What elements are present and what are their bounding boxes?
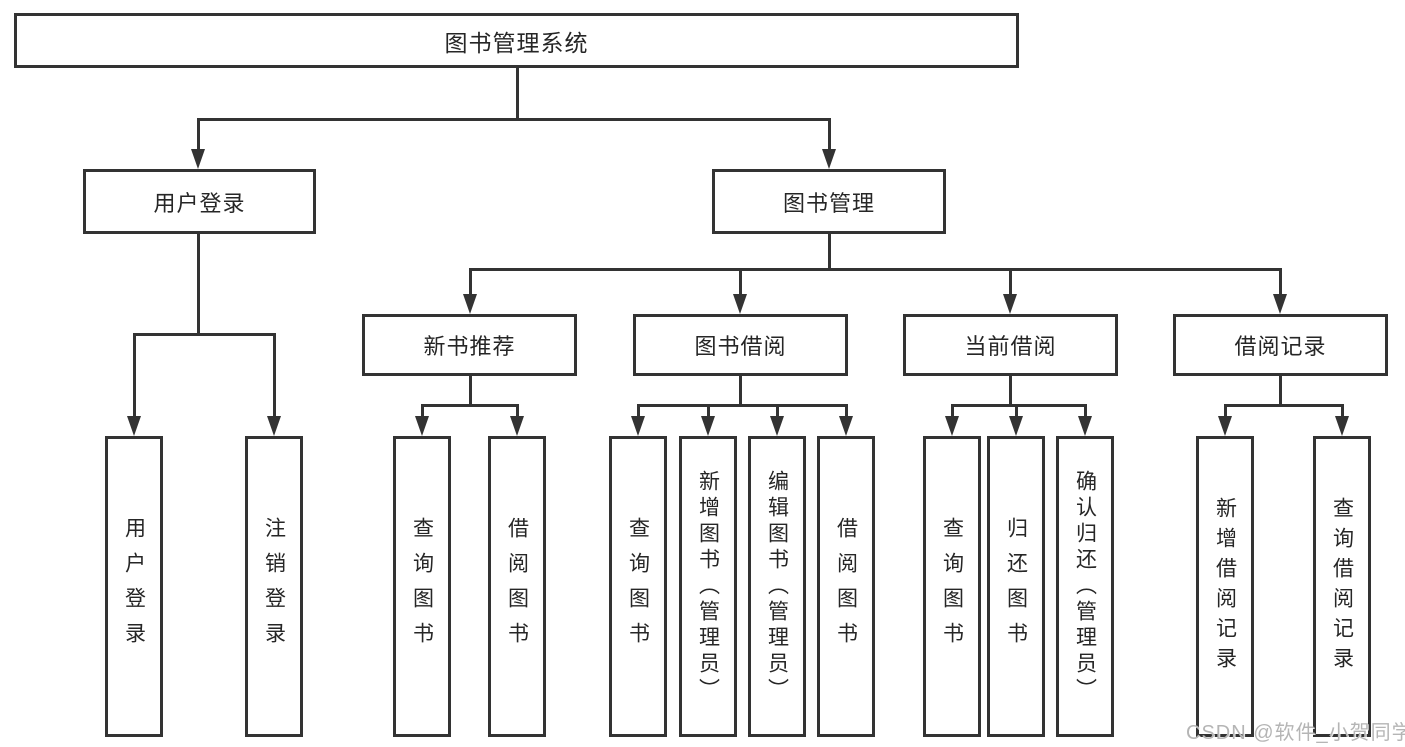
connector-l3-stem-4	[1278, 268, 1282, 296]
connector-recommend-hline	[420, 404, 519, 407]
connector-current-stem	[1008, 375, 1012, 406]
node-book-borrowing: 图书借阅	[633, 314, 848, 376]
connector-userlogin-hline	[132, 333, 276, 336]
connector-leaf-stem	[1083, 404, 1087, 418]
arrow-down-icon	[945, 416, 959, 436]
connector-l3-stem-2	[738, 268, 742, 296]
arrow-down-icon	[701, 416, 715, 436]
arrow-down-icon	[510, 416, 524, 436]
arrow-down-icon	[822, 149, 836, 169]
connector-records-hline	[1223, 404, 1344, 407]
node-new-book-recommend: 新书推荐	[362, 314, 577, 376]
connector-records-stem	[1278, 375, 1282, 406]
leaf-query-borrow-record: 查询借阅记录	[1313, 436, 1371, 737]
connector-leaf-stem	[636, 404, 640, 418]
leaf-query-book-current: 查询图书	[923, 436, 981, 737]
arrow-down-icon	[127, 416, 141, 436]
connector-l2-stem-left	[196, 118, 200, 151]
leaf-logout-login: 注销登录	[245, 436, 303, 737]
connector-borrowing-stem	[738, 375, 742, 406]
connector-leaf-stem	[1340, 404, 1344, 418]
connector-l2-stem-right	[827, 118, 831, 151]
node-current-borrowing: 当前借阅	[903, 314, 1118, 376]
leaf-add-borrow-record: 新增借阅记录	[1196, 436, 1254, 737]
arrow-down-icon	[1335, 416, 1349, 436]
leaf-confirm-return-admin: 确认归还（管理员）	[1056, 436, 1114, 737]
connector-l3-stem-3	[1008, 268, 1012, 296]
leaf-add-book-admin: 新增图书（管理员）	[679, 436, 737, 737]
node-user-login: 用户登录	[83, 169, 316, 234]
arrow-down-icon	[733, 294, 747, 314]
node-root: 图书管理系统	[14, 13, 1019, 68]
connector-userlogin-stem-1	[132, 333, 136, 418]
connector-l2-hline	[196, 118, 831, 121]
arrow-down-icon	[1009, 416, 1023, 436]
arrow-down-icon	[839, 416, 853, 436]
arrow-down-icon	[1078, 416, 1092, 436]
arrow-down-icon	[631, 416, 645, 436]
leaf-user-login: 用户登录	[105, 436, 163, 737]
connector-leaf-stem	[515, 404, 519, 418]
arrow-down-icon	[463, 294, 477, 314]
connector-leaf-stem	[1223, 404, 1227, 418]
node-borrow-records: 借阅记录	[1173, 314, 1388, 376]
connector-current-hline	[950, 404, 1087, 407]
connector-leaf-stem	[706, 404, 710, 418]
connector-recommend-stem	[468, 375, 472, 406]
connector-leaf-stem	[1014, 404, 1018, 418]
connector-borrowing-hline	[636, 404, 848, 407]
arrow-down-icon	[1003, 294, 1017, 314]
arrow-down-icon	[1273, 294, 1287, 314]
leaf-query-book-recommend: 查询图书	[393, 436, 451, 737]
connector-l3-hline	[468, 268, 1282, 271]
leaf-edit-book-admin: 编辑图书（管理员）	[748, 436, 806, 737]
connector-l3-stem-1	[468, 268, 472, 296]
arrow-down-icon	[770, 416, 784, 436]
leaf-borrow-book-borrowing: 借阅图书	[817, 436, 875, 737]
arrow-down-icon	[415, 416, 429, 436]
connector-userlogin-stem-2	[272, 333, 276, 418]
connector-root-stem	[515, 68, 519, 121]
connector-leaf-stem	[950, 404, 954, 418]
csdn-watermark: CSDN @软件_小贺同学	[1186, 722, 1405, 744]
connector-leaf-stem	[844, 404, 848, 418]
arrow-down-icon	[267, 416, 281, 436]
arrow-down-icon	[1218, 416, 1232, 436]
connector-userlogin-stem	[196, 233, 200, 336]
leaf-borrow-book-recommend: 借阅图书	[488, 436, 546, 737]
leaf-query-book-borrowing: 查询图书	[609, 436, 667, 737]
leaf-return-book: 归还图书	[987, 436, 1045, 737]
connector-leaf-stem	[775, 404, 779, 418]
node-book-management: 图书管理	[712, 169, 946, 234]
connector-leaf-stem	[420, 404, 424, 418]
arrow-down-icon	[191, 149, 205, 169]
connector-bookmgmt-stem	[827, 233, 831, 271]
